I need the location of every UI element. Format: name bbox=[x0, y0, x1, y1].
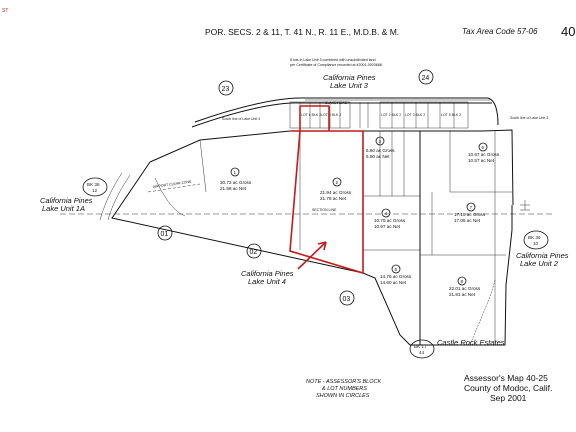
assessor-date: Sep 2001 bbox=[490, 393, 527, 403]
parcel-2-net: 21.78 ac Net bbox=[320, 196, 347, 201]
parcel-4-gross: 10.75 ac Gross bbox=[374, 218, 406, 223]
section-line-label: SECTION LINE bbox=[312, 208, 337, 212]
book-ref-bk36-10: BK 36 10 bbox=[523, 230, 549, 250]
parcel-3-num: 3 bbox=[379, 139, 382, 144]
parcel-5-net: 14.60 ac Net bbox=[380, 280, 407, 285]
section-line: SECTION LINE bbox=[60, 208, 555, 215]
block-23: 23 bbox=[222, 86, 230, 93]
parcel-4: 4 10.75 ac Gross 10.67 ac Net bbox=[374, 208, 406, 229]
parcel-6: 6 10.67 ac Gross 10.57 ac Net bbox=[468, 142, 500, 163]
book-ref-bk17-44: BK 17 44 bbox=[409, 339, 435, 359]
bk36-10-page: 10 bbox=[533, 241, 539, 246]
assessor-footer: Assessor's Map 40-25 County of Modoc, Ca… bbox=[464, 373, 552, 403]
fine-note-1: 8 lots in Lake Unit 3 combined with unsu… bbox=[290, 58, 376, 62]
lot-label-4: LOT 3 BLK 2 bbox=[405, 113, 425, 117]
parcel-6-gross: 10.67 ac Gross bbox=[468, 152, 500, 157]
fine-note-2: per Certificate of Compliance recorded a… bbox=[290, 63, 383, 67]
sub-unit4-line1: California Pines bbox=[241, 269, 294, 278]
block-24: 24 bbox=[422, 75, 430, 82]
parcel-3-net: 6.50 ac Net bbox=[366, 154, 390, 159]
bk36-10-book: BK 36 bbox=[528, 235, 541, 240]
parcel-2-num: 2 bbox=[336, 180, 339, 185]
south-line-left: South line of Lake Unit 3 bbox=[222, 117, 260, 121]
note-line-1: NOTE - ASSESSOR'S BLOCK bbox=[306, 379, 381, 385]
bk36-12-book: BK 36 bbox=[87, 182, 100, 187]
map-title: POR. SECS. 2 & 11, T. 41 N., R. 11 E., M… bbox=[205, 27, 400, 37]
note-line-3: SHOWN IN CIRCLES bbox=[316, 393, 370, 399]
parcel-7-num: 7 bbox=[470, 205, 473, 210]
sub-unit3-line2: Lake Unit 3 bbox=[330, 81, 369, 90]
blake-road: BLAKE ROAD bbox=[191, 97, 499, 128]
parcel-4-net: 10.67 ac Net bbox=[374, 224, 401, 229]
castle-rock-label: Castle Rock Estates bbox=[437, 338, 505, 347]
parcel-4-num: 4 bbox=[385, 211, 388, 216]
corner-mark: ST bbox=[2, 8, 9, 14]
block-01: 01 bbox=[161, 231, 169, 238]
parcel-8-gross: 22.01 ac Gross bbox=[449, 286, 481, 291]
sub-unit3-line1: California Pines bbox=[323, 73, 376, 82]
parcel-6-net: 10.57 ac Net bbox=[468, 158, 495, 163]
parcel-5-gross: 14.76 ac Gross bbox=[380, 274, 412, 279]
block-03: 03 bbox=[343, 296, 351, 303]
page-number: 40 bbox=[561, 24, 576, 39]
sub-unit4-line2: Lake Unit 4 bbox=[248, 277, 286, 286]
dimension-ticks bbox=[520, 200, 530, 211]
block-02: 02 bbox=[250, 249, 258, 256]
parcel-6-num: 6 bbox=[482, 145, 485, 150]
parcel-2-gross: 21.94 ac Gross bbox=[320, 190, 352, 195]
airport-zone-label: AIRPORT CLEAR ZONE bbox=[153, 180, 193, 189]
highlighted-parcel-2 bbox=[289, 105, 364, 275]
sub-unit1a-line2: Lake Unit 1A bbox=[42, 204, 85, 213]
book-ref-bk36-12: BK 36 12 bbox=[82, 177, 108, 197]
parcel-5: 5 14.76 ac Gross 14.60 ac Net bbox=[380, 264, 412, 285]
lot-strip: LOT 6 BLK 2 LOT 5 BLK 2 LOT 2 BLK 2 LOT … bbox=[222, 101, 548, 129]
parcel-3: 3 6.60 ac Gross 6.50 ac Net bbox=[366, 136, 395, 159]
parcel-3-gross: 6.60 ac Gross bbox=[366, 148, 395, 153]
assessor-county: County of Modoc, Calif. bbox=[464, 383, 552, 393]
parcel-8: 8 22.01 ac Gross 21.81 ac Net bbox=[449, 276, 481, 297]
parcel-1-gross: 30.72 ac Gross bbox=[220, 180, 252, 185]
parcel-1: 1 30.72 ac Gross 21.58 ac Net bbox=[220, 167, 252, 191]
sub-unit2-line2: Lake Unit 2 bbox=[520, 259, 559, 268]
parcel-8-num: 8 bbox=[461, 279, 464, 284]
tax-area-code: Tax Area Code 57-06 bbox=[462, 27, 538, 36]
parcel-7: 7 17.15 ac Gross 17.05 ac Net bbox=[454, 202, 486, 223]
parcel-8-net: 21.81 ac Net bbox=[449, 292, 476, 297]
parcel-5-num: 5 bbox=[395, 267, 398, 272]
block-circles: 23 24 01 02 03 bbox=[157, 69, 434, 306]
bk17-44-page: 44 bbox=[419, 350, 425, 355]
parcel-1-net: 21.58 ac Net bbox=[220, 186, 247, 191]
lot-label-5: LOT 5 BLK 2 bbox=[441, 113, 461, 117]
bk17-44-book: BK 17 bbox=[414, 344, 427, 349]
note-line-2: & LOT NUMBERS bbox=[322, 386, 367, 392]
parcel-boundaries bbox=[111, 129, 514, 346]
bk36-12-page: 12 bbox=[92, 188, 98, 193]
assessor-note: NOTE - ASSESSOR'S BLOCK & LOT NUMBERS SH… bbox=[306, 379, 381, 399]
sub-unit2-line1: California Pines bbox=[516, 251, 569, 260]
lot-label-1: LOT 6 BLK 2 bbox=[301, 113, 321, 117]
lot-label-3: LOT 2 BLK 2 bbox=[381, 113, 401, 117]
blake-road-label: BLAKE ROAD bbox=[325, 101, 348, 105]
sub-unit1a-line1: California Pines bbox=[40, 196, 93, 205]
lot-label-2: LOT 5 BLK 2 bbox=[321, 113, 341, 117]
parcel-7-net: 17.05 ac Net bbox=[454, 218, 481, 223]
assessor-map-no: Assessor's Map 40-25 bbox=[464, 373, 548, 383]
parcel-7-gross: 17.15 ac Gross bbox=[454, 212, 486, 217]
parcel-1-num: 1 bbox=[234, 170, 237, 175]
subdivision-labels: California Pines Lake Unit 3 California … bbox=[40, 73, 569, 347]
parcel-2: 2 21.94 ac Gross 21.78 ac Net bbox=[320, 177, 352, 201]
south-line-right: South line of Lake Unit 3 bbox=[510, 116, 548, 120]
